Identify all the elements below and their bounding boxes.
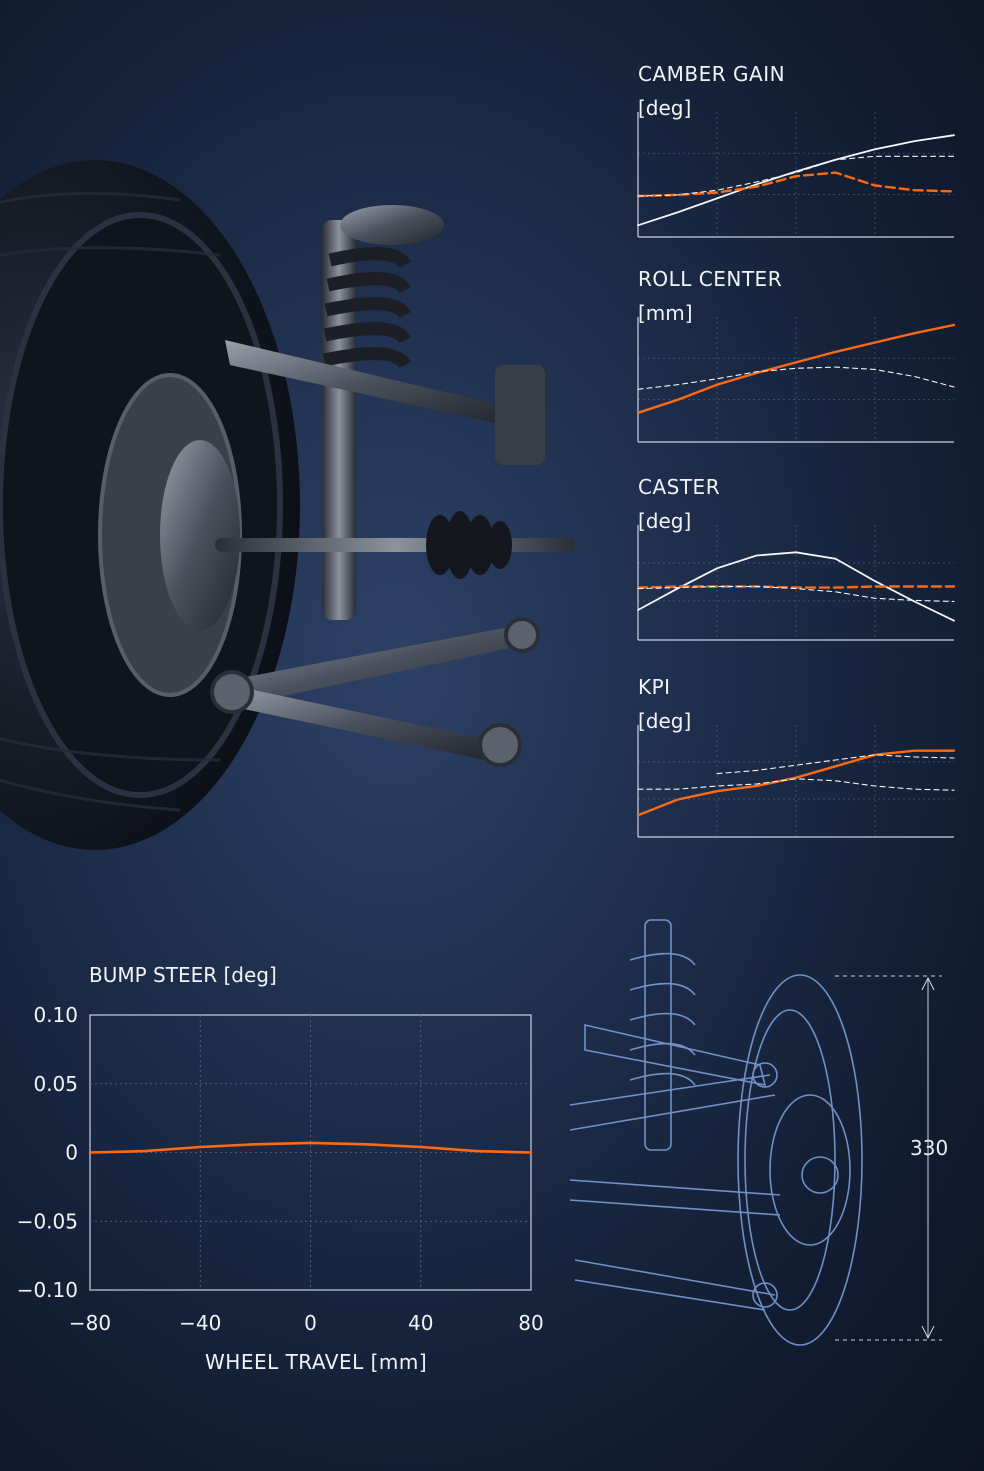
bump-series-0: [88, 1141, 533, 1154]
blueprint-tie-rod: [569, 1074, 776, 1131]
blueprint-lower-arm: [574, 1259, 776, 1311]
upper-control-arm: [225, 340, 505, 425]
roll-series-0: [636, 323, 956, 414]
drive-shaft: [215, 538, 575, 552]
kpi-chart: [636, 725, 956, 838]
camber-series-0: [637, 134, 955, 227]
cv-boot: [426, 511, 512, 579]
bump-ytick-label: −0.05: [17, 1209, 78, 1233]
blueprint-mid-arm: [569, 1179, 781, 1216]
hub: [160, 440, 240, 630]
bushing-front: [504, 617, 540, 653]
kpi-series-1: [716, 754, 955, 775]
caster-title: CASTER: [638, 475, 721, 499]
kpi-title: KPI: [638, 675, 671, 699]
bump-ytick-label: −0.10: [17, 1278, 78, 1302]
roll-center-unit: [mm]: [638, 301, 693, 325]
bump-steer-chart: −80 −40 0 40 80 0.10 0.05 0 −0.05 −0.10: [17, 1003, 544, 1335]
dimension-line: [835, 975, 942, 1341]
camber-gain-title: CAMBER GAIN: [638, 62, 786, 86]
strut: [322, 220, 356, 620]
blueprint-wheel-inner: [744, 1009, 836, 1311]
roll-center-chart: [636, 317, 956, 443]
bump-xtick-label: −40: [179, 1311, 221, 1335]
camber-gain-unit: [deg]: [638, 96, 692, 120]
camber-gain-chart: [636, 112, 956, 238]
caster-chart: [636, 525, 956, 641]
coil-spring: [322, 247, 411, 369]
roll-series-1: [637, 366, 955, 390]
kpi-series-0: [636, 749, 956, 817]
blueprint-strut: [644, 919, 672, 1151]
blueprint-joint-lower: [752, 1282, 778, 1308]
bump-steer-xlabel: WHEEL TRAVEL [mm]: [205, 1350, 428, 1374]
bump-xtick-label: 40: [408, 1311, 433, 1335]
ball-joint: [210, 670, 254, 714]
bump-ytick-label: 0.10: [33, 1003, 78, 1027]
upper-arm-bracket: [495, 365, 545, 465]
tire-tread: [0, 191, 221, 812]
kpi-series-2: [637, 778, 955, 791]
bump-steer-title: BUMP STEER [deg]: [89, 963, 277, 987]
blueprint-hub: [801, 1156, 839, 1194]
bump-ytick-label: 0: [65, 1141, 78, 1165]
bump-xtick-label: −80: [69, 1311, 111, 1335]
blueprint-upper-arm: [584, 1023, 767, 1087]
blueprint-drawing: [569, 919, 942, 1346]
bushing-rear: [478, 723, 522, 767]
blueprint-spring: [629, 952, 696, 1086]
camber-series-1: [636, 171, 956, 198]
dimension-label: 330: [910, 1136, 949, 1160]
bump-ytick-label: 0.05: [33, 1072, 78, 1096]
caster-series-2: [637, 585, 955, 603]
strut-top-mount: [340, 205, 444, 245]
suspension-render: [0, 160, 575, 850]
lower-control-arm-front: [230, 625, 525, 705]
blueprint-disc: [769, 1094, 851, 1246]
caster-series-0: [637, 551, 955, 622]
kpi-unit: [deg]: [638, 709, 692, 733]
blueprint-wheel-outer: [737, 974, 863, 1346]
blueprint-joint-upper: [752, 1062, 778, 1088]
bump-xtick-label: 80: [518, 1311, 543, 1335]
bump-xtick-label: 0: [304, 1311, 317, 1335]
lower-control-arm-rear: [225, 685, 490, 760]
roll-center-title: ROLL CENTER: [638, 267, 783, 291]
caster-unit: [deg]: [638, 509, 692, 533]
caster-series-1: [636, 585, 956, 589]
